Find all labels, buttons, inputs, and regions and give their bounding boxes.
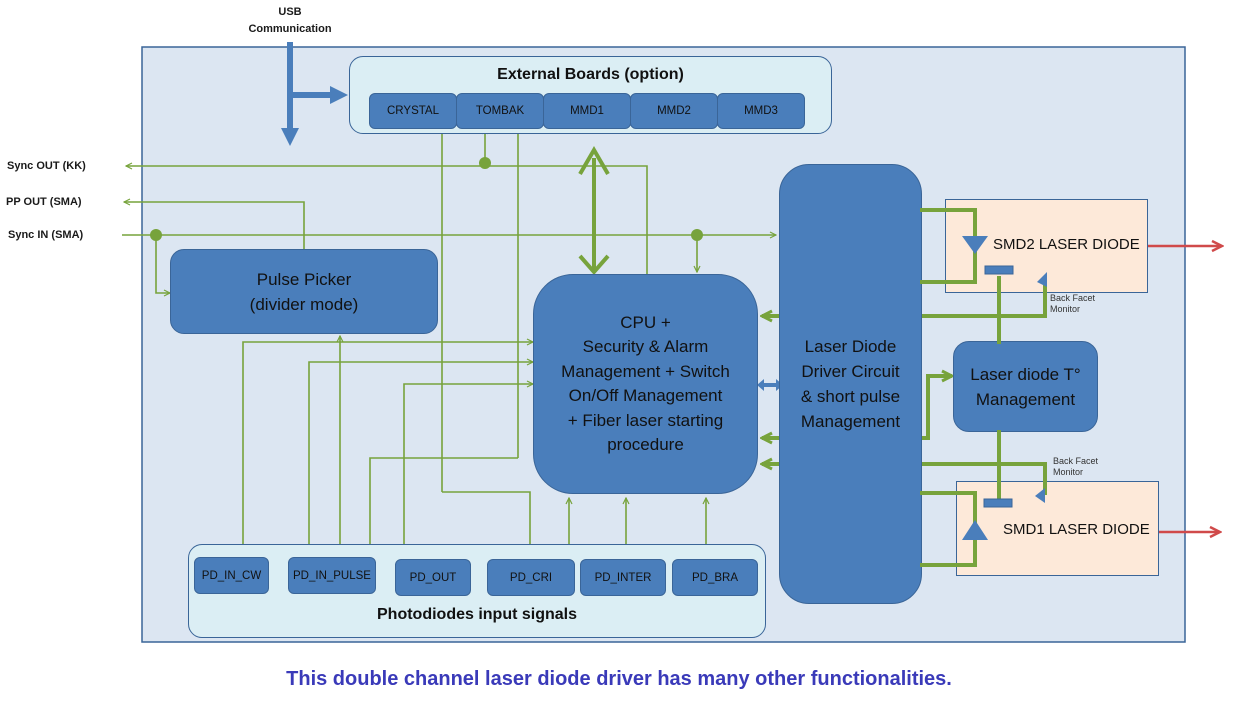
driver-line: Management [800,412,901,431]
smd1-label: SMD1 LASER DIODE [1003,521,1150,538]
board-mmd2[interactable]: MMD2 [630,93,718,129]
board-tombak[interactable]: TOMBAK [456,93,544,129]
caption: This double channel laser diode driver h… [286,668,952,690]
pulse-picker-block[interactable]: Pulse Picker (divider mode) [170,249,438,334]
temp-mgmt-line: Laser diode T° [970,364,1081,384]
cpu-line: procedure [607,435,684,454]
driver-line: Driver Circuit [801,362,900,381]
laser-driver-block[interactable]: Laser Diode Driver Circuit & short pulse… [779,164,922,604]
usb-arrows [281,42,348,146]
back-facet-line: Back Facet [1050,293,1096,303]
cpu-block[interactable]: CPU + Security & Alarm Management + Swit… [533,274,758,494]
cpu-line: + Fiber laser starting [567,410,724,430]
board-mmd3[interactable]: MMD3 [717,93,805,129]
usb-label-line1: USB [278,6,302,18]
pd-in-pulse[interactable]: PD_IN_PULSE [288,557,376,594]
pulse-picker-mode: (divider mode) [249,294,359,314]
junction-dots [150,157,703,241]
temp-mgmt-line: Management [975,389,1076,409]
pd-in-cw[interactable]: PD_IN_CW [194,557,269,594]
usb-label-line2: Communication [248,23,332,35]
smd1-laser-diode-box[interactable] [956,481,1159,576]
usb-label: USB Communication [245,4,335,38]
cpu-line: Management + Switch [561,361,730,381]
temperature-management-block[interactable]: Laser diode T° Management [953,341,1098,432]
pp-out-label: PP OUT (SMA) [6,196,82,208]
back-facet-line: Back Facet [1053,456,1099,466]
pd-out[interactable]: PD_OUT [395,559,471,596]
external-boards-title: External Boards (option) [497,66,684,83]
photodiodes-group [188,544,766,638]
driver-line: & short pulse [800,387,901,406]
pulse-picker-title: Pulse Picker [256,269,352,289]
board-mmd1[interactable]: MMD1 [543,93,631,129]
back-facet-line: Monitor [1053,467,1084,477]
sync-out-label: Sync OUT (KK) [7,160,86,172]
back-facet-line: Monitor [1050,304,1081,314]
laser-output-arrows [1148,246,1222,532]
back-facet-label-smd1: Back Facet Monitor [1053,456,1098,478]
pd-bra[interactable]: PD_BRA [672,559,758,596]
smd2-label: SMD2 LASER DIODE [993,236,1140,253]
driver-line: Laser Diode [804,337,897,356]
pd-cri[interactable]: PD_CRI [487,559,575,596]
board-crystal[interactable]: CRYSTAL [369,93,457,129]
cpu-line: On/Off Management [568,386,723,405]
cpu-line: Security & Alarm [582,337,709,356]
pd-inter[interactable]: PD_INTER [580,559,666,596]
photodiodes-title: Photodiodes input signals [377,606,577,623]
sync-in-label: Sync IN (SMA) [8,229,84,241]
cpu-line: CPU + [620,312,671,332]
back-facet-label-smd2: Back Facet Monitor [1050,293,1095,315]
